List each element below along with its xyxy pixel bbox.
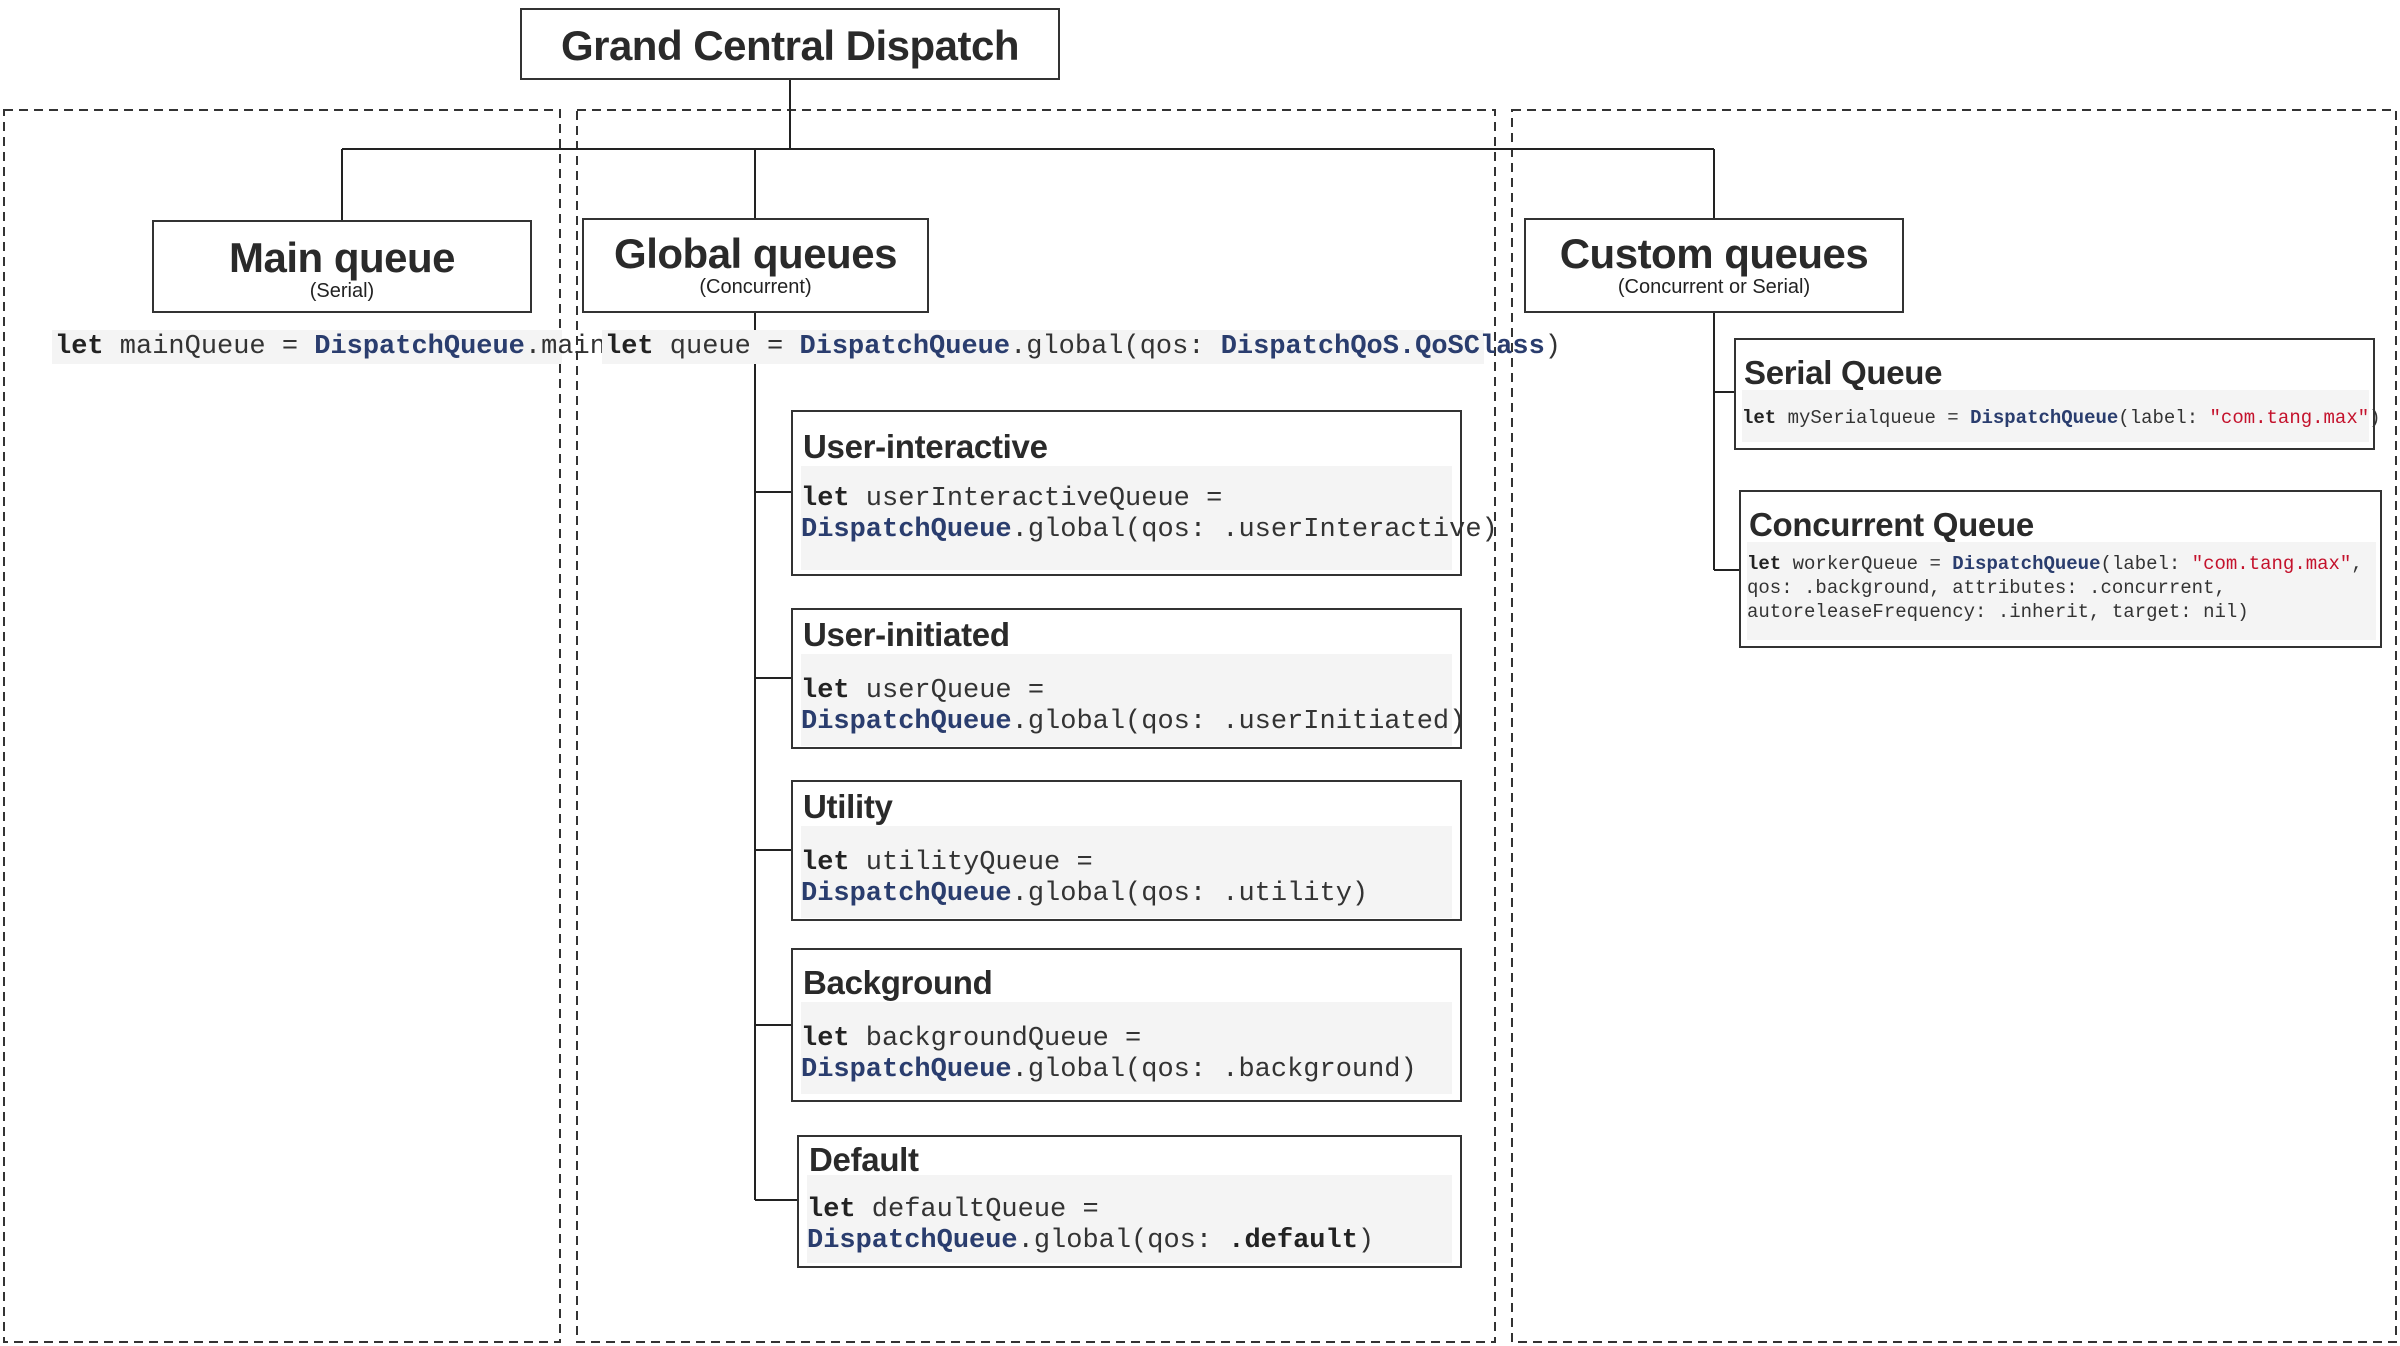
root-title: Grand Central Dispatch [560,22,1020,69]
queue-title: Serial Queue [1744,354,1943,391]
code-type: DispatchQueue [801,879,1012,909]
code-text: ) [1357,1226,1375,1256]
utility-queue-box: Utility let utilityQueue = DispatchQueue… [791,780,1462,921]
custom-queues-region [1511,109,2397,1343]
code-type: DispatchQoS [1220,332,1399,362]
code-keyword: let [55,332,104,362]
code-type: DispatchQueue [801,1055,1012,1085]
code-type: DispatchQueue [801,707,1012,737]
code-text: .global(qos: .userInteractive) [1011,515,1498,545]
code-text: mainQueue = [103,332,315,362]
code-text: .global(qos: .utility) [1011,879,1369,909]
code-text: , [2351,553,2363,575]
root-node: Grand Central Dispatch [520,8,1060,80]
code-type: . [1398,332,1416,362]
code-text: (label: [2100,553,2192,575]
code-keyword: let [801,1024,850,1054]
code-type: QoSClass [1415,332,1545,362]
code-keyword: let [807,1195,856,1225]
queue-title: Concurrent Queue [1749,506,2034,543]
code-keyword: let [801,848,850,878]
queue-title: Default [809,1141,919,1178]
main-queue-subtitle: (Serial) [309,280,375,302]
code-keyword: let [801,484,850,514]
default-queue-box: Default let defaultQueue = DispatchQueue… [797,1135,1462,1268]
code-keyword: let [605,332,654,362]
main-queue-node: Main queue (Serial) [152,220,532,313]
code-text: .main [524,332,606,362]
code-text: autoreleaseFrequency: .inherit, target: … [1747,601,2249,623]
queue-code: let defaultQueue = DispatchQueue.global(… [807,1175,1452,1263]
code-text: ) [2369,407,2381,429]
global-queue-code: let queue = DispatchQueue.global(qos: Di… [602,330,1561,364]
code-text: workerQueue = [1781,553,1953,575]
main-queue-region [3,109,561,1343]
background-queue-box: Background let backgroundQueue = Dispatc… [791,948,1462,1102]
queue-code: let userInteractiveQueue = DispatchQueue… [801,466,1498,570]
global-queues-region [576,109,1496,1343]
code-string: "com.tang.max" [2191,553,2352,575]
serial-queue-box: Serial Queue let mySerialqueue = Dispatc… [1734,338,2381,450]
code-keyword: .default [1228,1226,1358,1256]
code-type: DispatchQueue [1970,407,2119,429]
code-text: queue = [653,332,800,362]
main-queue-code: let mainQueue = DispatchQueue.main [52,330,606,364]
code-keyword: let [1747,553,1782,575]
global-queues-subtitle: (Concurrent) [699,276,812,298]
custom-queues-node: Custom queues (Concurrent or Serial) [1524,218,1904,313]
custom-queues-title: Custom queues [1559,230,1869,277]
queue-code: let workerQueue = DispatchQueue(label: "… [1747,542,2376,640]
code-keyword: let [1742,407,1777,429]
code-keyword: let [801,676,850,706]
code-type: DispatchQueue [801,515,1012,545]
code-text: userInteractiveQueue = [849,484,1223,514]
code-type: DispatchQueue [314,332,525,362]
code-text: backgroundQueue = [849,1024,1142,1054]
code-text: mySerialqueue = [1776,407,1971,429]
code-type: DispatchQueue [799,332,1011,362]
global-queues-title: Global queues [614,230,897,277]
queue-code: let backgroundQueue = DispatchQueue.glob… [801,1002,1452,1094]
queue-code: let userQueue = DispatchQueue.global(qos… [801,654,1465,746]
queue-title: Utility [803,788,893,825]
code-type: DispatchQueue [807,1226,1018,1256]
concurrent-queue-box: Concurrent Queue let workerQueue = Dispa… [1739,490,2382,648]
code-text: .global(qos: .userInitiated) [1011,707,1466,737]
queue-title: Background [803,964,993,1001]
code-text: utilityQueue = [849,848,1093,878]
code-text: defaultQueue = [855,1195,1099,1225]
code-text: .global(qos: [1017,1226,1229,1256]
code-type: DispatchQueue [1952,553,2101,575]
queue-code: let mySerialqueue = DispatchQueue(label:… [1742,390,2381,442]
code-text: qos: .background, attributes: .concurren… [1747,577,2226,599]
code-text: ) [1544,332,1561,362]
code-text: .global(qos: [1010,332,1221,362]
main-queue-title: Main queue [228,234,456,281]
queue-code: let utilityQueue = DispatchQueue.global(… [801,826,1452,918]
code-text: userQueue = [849,676,1045,706]
code-text: .global(qos: .background) [1011,1055,1417,1085]
user-initiated-queue-box: User-initiated let userQueue = DispatchQ… [791,608,1465,749]
code-string: "com.tang.max" [2209,407,2370,429]
code-text: (label: [2118,407,2210,429]
queue-title: User-initiated [803,616,1010,653]
user-interactive-queue-box: User-interactive let userInteractiveQueu… [791,410,1498,576]
queue-title: User-interactive [803,428,1048,465]
global-queues-node: Global queues (Concurrent) [582,218,929,313]
custom-queues-subtitle: (Concurrent or Serial) [1617,276,1811,298]
